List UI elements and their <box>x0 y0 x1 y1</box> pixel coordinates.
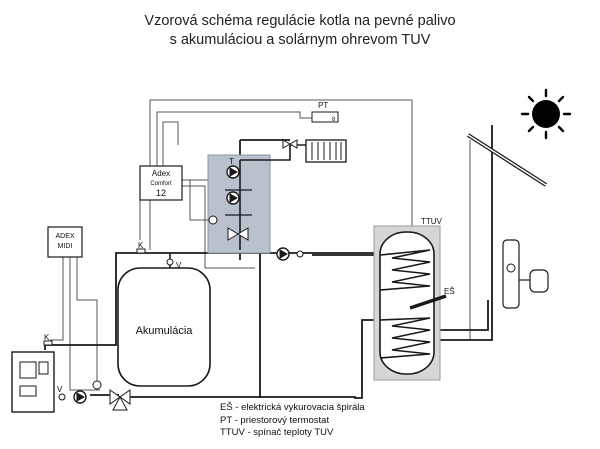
upper-coil <box>379 249 431 291</box>
legend-item: EŠ - elektrická vykurovacia špirála <box>220 402 365 413</box>
solar-station <box>502 239 520 309</box>
title-line-2: s akumuláciou a solárnym ohrevom TUV <box>169 32 431 48</box>
adex-comfort-name: Adex <box>152 169 170 178</box>
k-label-2: K <box>44 333 50 342</box>
electric-heater <box>409 294 447 310</box>
expansion-vessel <box>529 269 549 293</box>
three-way-valve-icon <box>109 389 131 411</box>
room-thermostat <box>311 111 339 123</box>
ttuv-label: TTUV <box>421 217 443 226</box>
legend-item: PT - priestorový termostat <box>220 414 330 426</box>
v-label-1: V <box>176 261 182 270</box>
signal-wires <box>50 99 471 391</box>
legend: EŠ - elektrická vykurovacia špirála PT -… <box>220 402 365 440</box>
boiler <box>11 351 55 413</box>
adex-comfort-controller <box>139 165 183 201</box>
sun-icon <box>520 88 572 140</box>
accumulation-tank <box>117 267 211 387</box>
pt-label: PT <box>318 101 328 110</box>
module-mixing-valve-icon <box>227 227 249 241</box>
v-label-2: V <box>57 385 63 394</box>
t-label: T <box>229 157 234 166</box>
pt-number: 8 <box>332 117 336 123</box>
adex-midi-controller <box>47 226 83 258</box>
lower-coil <box>379 317 431 359</box>
adex-comfort-sub: Comfort <box>150 181 172 187</box>
diagram-title: Vzorová schéma regulácie kotla na pevné … <box>0 12 600 50</box>
k-label-1: K <box>138 241 144 250</box>
adex-midi-line2: MIDI <box>58 243 73 250</box>
es-label: EŠ <box>444 287 455 296</box>
accumulation-label: Akumulácia <box>136 325 194 337</box>
legend-item: TTUV - spínač teploty TUV <box>220 427 334 438</box>
adex-comfort-number: 12 <box>156 188 166 198</box>
adex-midi-line1: ADEX <box>55 233 74 240</box>
title-line-1: Vzorová schéma regulácie kotla na pevné … <box>144 13 456 29</box>
